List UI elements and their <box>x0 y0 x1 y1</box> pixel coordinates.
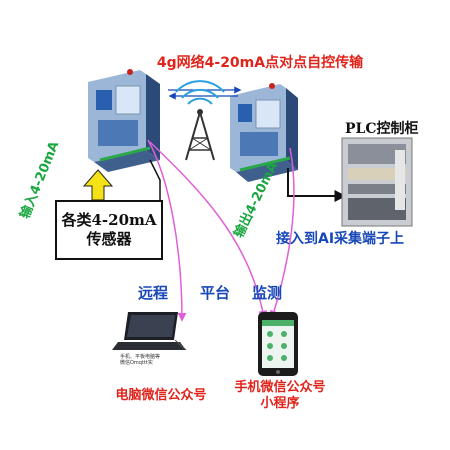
monitor-word-monitor: 监测 <box>252 284 283 302</box>
phone-link-line-right <box>269 147 295 320</box>
phone-icon <box>258 312 298 376</box>
plc-label: PLC控制柜 <box>345 121 419 137</box>
laptop-caption-line2: 微信Omqttt实 <box>120 360 153 366</box>
monitor-word-platform: 平台 <box>200 284 231 302</box>
phone-label: 手机微信公众号 小程序 <box>220 380 340 412</box>
plc-connect-label: 接入到AI采集端子上 <box>276 231 405 247</box>
laptop-caption-line1: 手机、平板电脑等 <box>120 354 161 360</box>
sensor-wire <box>149 159 161 200</box>
sensor-box: 各类4-20mA 传感器 <box>55 200 163 260</box>
phone-label-line2: 小程序 <box>260 396 300 411</box>
left-module <box>88 69 160 172</box>
sensor-line1: 各类4-20mA <box>61 211 157 229</box>
phone-label-line1: 手机微信公众号 <box>234 380 326 395</box>
plc-wire <box>287 168 347 202</box>
input-arrow-icon <box>82 169 114 201</box>
laptop-label: 电脑微信公众号 <box>115 388 207 403</box>
sensor-line2: 传感器 <box>86 230 132 248</box>
phone-link-line-left <box>149 141 268 320</box>
monitor-word-remote: 远程 <box>138 284 169 302</box>
laptop-caption: 手机、平板电脑等 微信Omqttt实 <box>120 354 200 366</box>
cell-tower-icon <box>175 80 225 161</box>
laptop-icon <box>112 312 187 351</box>
diagram-title: 4g网络4-20mA点对点自控传输 <box>156 55 364 71</box>
right-module <box>230 83 298 182</box>
pc-link-line <box>147 139 187 322</box>
plc-cabinet-icon <box>341 137 413 227</box>
